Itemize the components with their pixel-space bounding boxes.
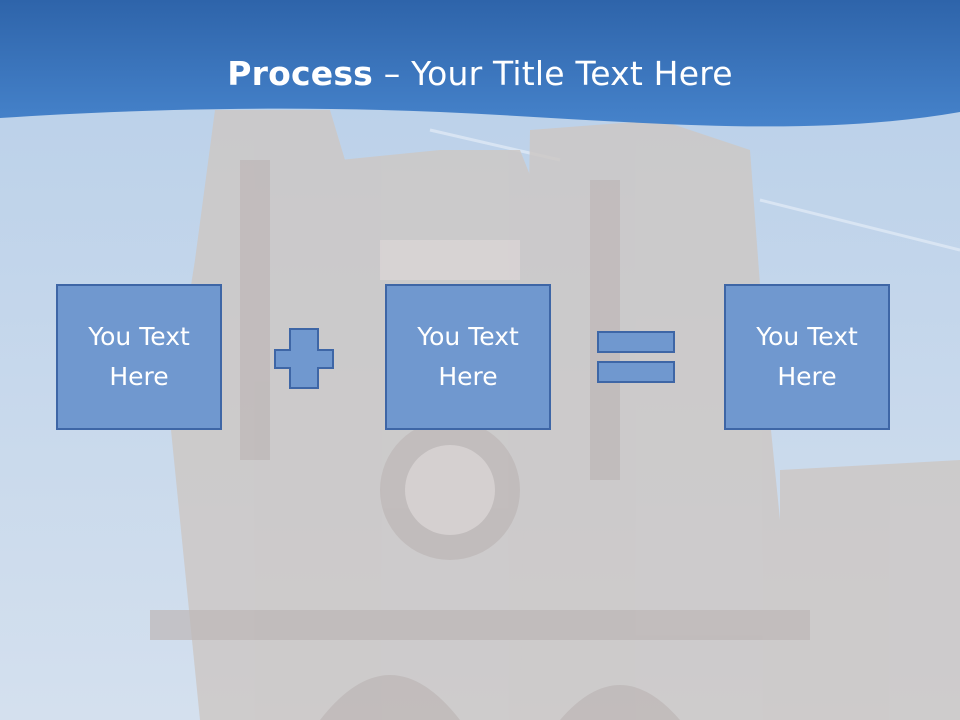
slide-title-rest: – Your Title Text Here [373, 54, 733, 93]
plus-icon [274, 328, 334, 389]
slide-title: Process – Your Title Text Here [0, 52, 960, 96]
process-box-3[interactable]: You Text Here [724, 284, 890, 430]
process-box-1[interactable]: You Text Here [56, 284, 222, 430]
slide-title-bold: Process [227, 54, 374, 93]
process-box-2[interactable]: You Text Here [385, 284, 551, 430]
equals-icon [597, 331, 675, 383]
